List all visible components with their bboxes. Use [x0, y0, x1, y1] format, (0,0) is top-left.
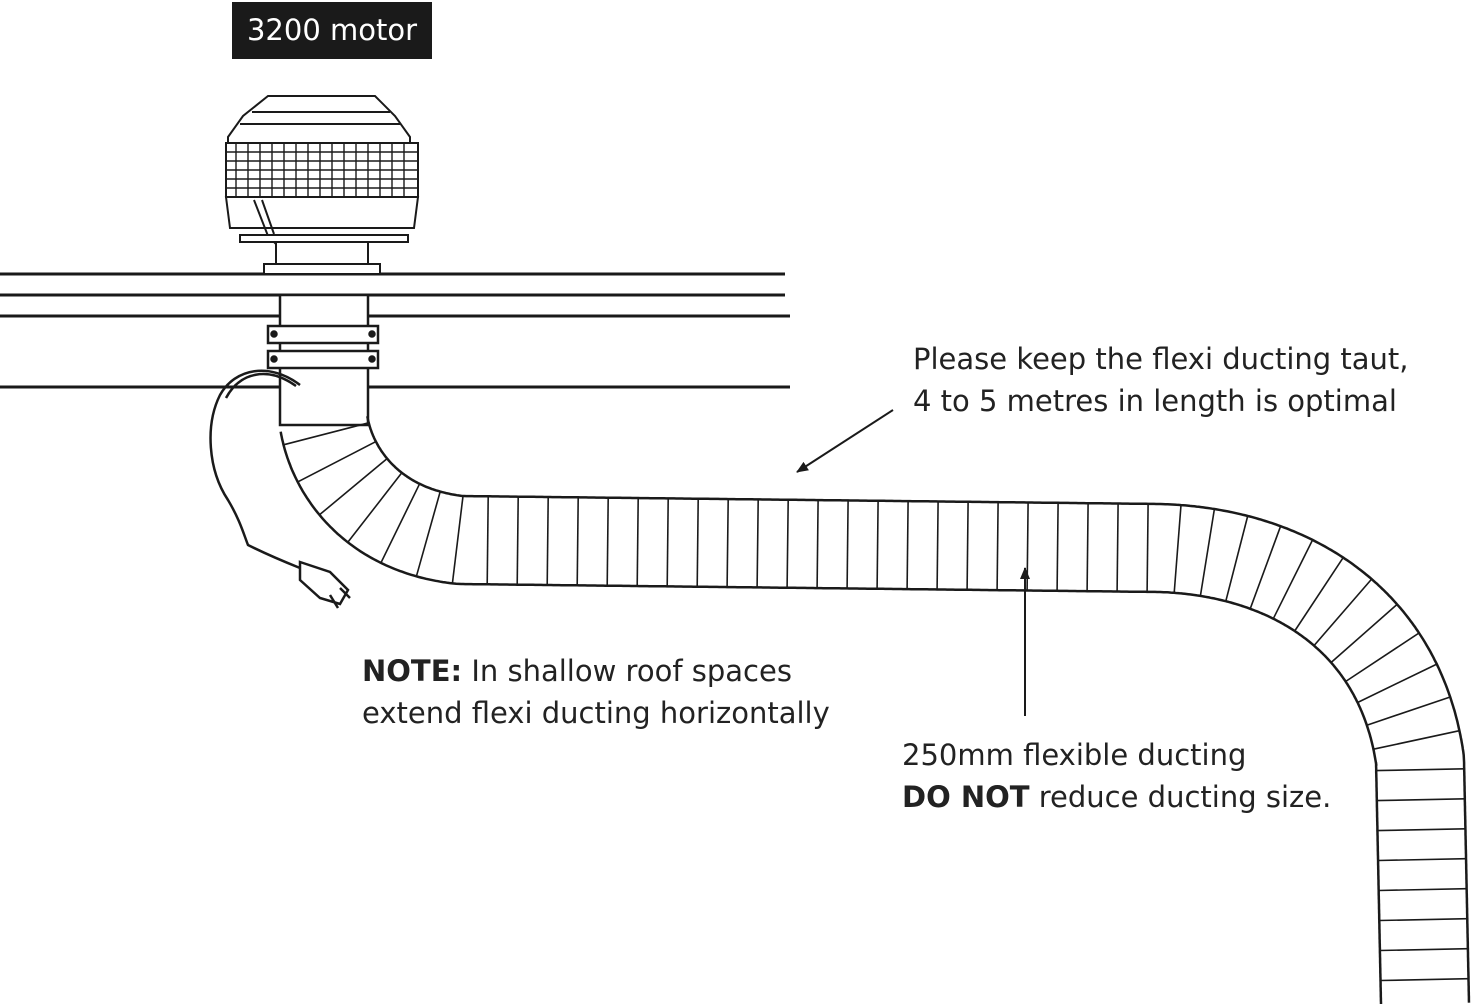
flexible-ducting — [279, 416, 1471, 1004]
duct-rib — [1357, 663, 1438, 704]
note-line-1: NOTE: In shallow roof spaces — [362, 650, 830, 692]
duct-rib — [415, 491, 441, 577]
duct-rib — [1379, 947, 1468, 952]
motor-unit-icon — [224, 95, 420, 275]
motor-grille — [226, 143, 418, 197]
duct-rib — [1378, 887, 1467, 892]
duct-rib — [1373, 729, 1460, 750]
duct-rib — [1378, 857, 1467, 862]
ducting-callout-line-2: DO NOT reduce ducting size. — [902, 776, 1331, 818]
duct-rib — [786, 499, 789, 588]
duct-clamp — [266, 324, 380, 345]
duct-rib — [1086, 503, 1089, 592]
note-line-2: extend flexi ducting horizontally — [362, 696, 830, 730]
do-not-bold-label: DO NOT — [902, 780, 1030, 814]
duct-rib — [1225, 515, 1249, 602]
taut-callout: Please keep the flexi ducting taut, 4 to… — [913, 338, 1409, 422]
taut-arrow — [796, 409, 894, 473]
duct-rib — [816, 500, 819, 589]
duct-rib — [347, 472, 403, 543]
duct-rib — [546, 496, 549, 586]
duct-rib — [1249, 525, 1282, 610]
note-callout: NOTE: In shallow roof spaces extend flex… — [362, 650, 830, 734]
duct-rib — [876, 500, 879, 589]
duct-rib — [380, 483, 421, 564]
duct-rib — [936, 501, 939, 590]
duct-rib — [1056, 502, 1059, 591]
duct-rib — [1146, 503, 1149, 592]
duct-rib — [318, 457, 388, 516]
plug-icon — [298, 560, 351, 609]
duct-rib — [756, 499, 759, 588]
motor-label: 3200 motor — [232, 2, 432, 59]
duct-rib — [283, 422, 369, 446]
duct-rib — [1377, 828, 1466, 832]
duct-rib — [846, 500, 849, 589]
ducting-callout-line-2-text: reduce ducting size. — [1029, 780, 1332, 814]
duct-clamp — [266, 349, 380, 370]
duct-rib — [1379, 917, 1468, 922]
duct-rib — [451, 496, 464, 584]
duct-rib — [1199, 508, 1216, 597]
duct-rib — [726, 499, 729, 588]
duct-rib — [576, 497, 579, 586]
duct-rib — [966, 501, 969, 590]
note-line-1-text: In shallow roof spaces — [462, 654, 792, 688]
duct-rib — [1313, 578, 1373, 647]
roof-lines — [0, 272, 790, 389]
duct-rib — [606, 497, 609, 586]
duct-rib — [486, 496, 489, 585]
duct-spigot — [266, 293, 380, 427]
duct-rib — [996, 502, 999, 591]
duct-rib — [297, 440, 377, 483]
taut-callout-line-1: Please keep the flexi ducting taut, — [913, 342, 1409, 376]
duct-rib — [1026, 502, 1029, 591]
duct-rib — [1376, 798, 1465, 802]
duct-rib — [1376, 768, 1465, 772]
duct-rib — [516, 496, 519, 585]
ducting-callout-line-1: 250mm flexible ducting — [902, 738, 1247, 772]
duct-rib — [1380, 977, 1469, 982]
duct-rib — [1366, 696, 1451, 726]
note-bold-label: NOTE: — [362, 654, 463, 688]
duct-rib — [1345, 632, 1420, 683]
duct-rib — [636, 497, 639, 587]
duct-rib — [1294, 557, 1344, 632]
duct-rib — [1272, 539, 1314, 620]
duct-rib — [906, 501, 909, 590]
taut-callout-line-2: 4 to 5 metres in length is optimal — [913, 384, 1397, 418]
duct-rib — [1330, 603, 1398, 664]
ducting-callout: 250mm flexible ducting DO NOT reduce duc… — [902, 734, 1331, 818]
power-cable-icon — [209, 369, 301, 570]
duct-rib — [666, 498, 669, 587]
duct-rib — [1116, 503, 1119, 592]
duct-rib — [1173, 505, 1182, 593]
duct-rib — [696, 498, 699, 587]
duct-edge — [366, 416, 1471, 1003]
